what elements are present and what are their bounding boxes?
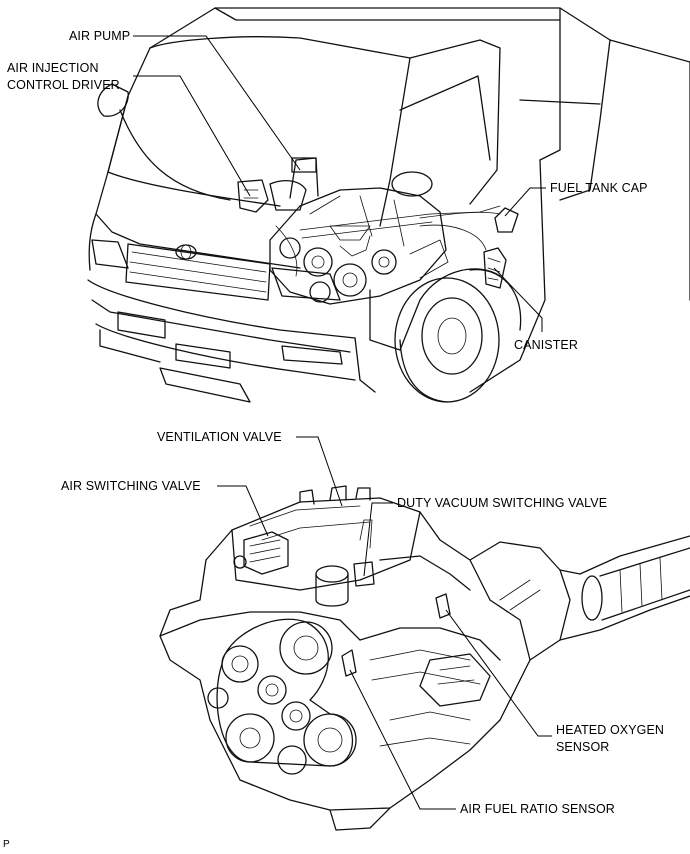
air-fuel-ratio-sensor-label: AIR FUEL RATIO SENSOR <box>460 802 615 816</box>
figure-code: P <box>3 839 10 850</box>
air-switching-valve-label: AIR SWITCHING VALVE <box>61 479 201 493</box>
heated-oxygen-label-line1: HEATED OXYGEN <box>556 723 665 737</box>
air-injection-control-driver-label: AIR INJECTION CONTROL DRIVER <box>7 60 120 94</box>
air-injection-label-line2: CONTROL DRIVER <box>7 78 120 92</box>
van-illustration <box>87 7 690 403</box>
duty-vacuum-switching-valve-label: DUTY VACUUM SWITCHING VALVE <box>397 496 608 510</box>
heated-oxygen-label-line2: SENSOR <box>556 740 610 754</box>
engine-illustration <box>159 485 690 831</box>
heated-oxygen-sensor-label: HEATED OXYGEN SENSOR <box>556 722 664 756</box>
air-injection-label-line1: AIR INJECTION <box>7 61 99 75</box>
leader-lines <box>133 35 552 810</box>
canister-label: CANISTER <box>514 338 579 352</box>
air-pump-label: AIR PUMP <box>69 29 131 43</box>
fuel-tank-cap-label: FUEL TANK CAP <box>550 181 648 195</box>
ventilation-valve-label: VENTILATION VALVE <box>157 430 282 444</box>
van-engine-detail <box>237 157 501 305</box>
